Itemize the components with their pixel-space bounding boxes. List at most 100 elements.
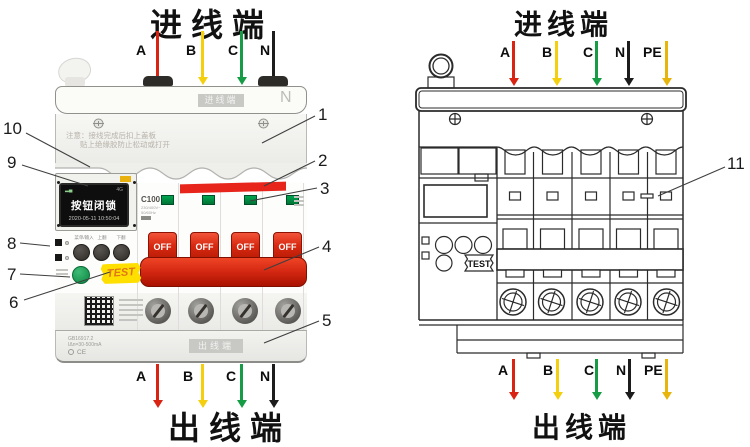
antenna-base: [65, 77, 85, 87]
off-label: OFF: [278, 241, 297, 252]
off-label: OFF: [195, 241, 214, 252]
bottom-plate: [419, 319, 684, 359]
terminal-screw-icon[interactable]: [145, 298, 171, 324]
terminal-screw-icon: [614, 288, 642, 316]
phase-arrow-n-icon: [624, 359, 635, 400]
phase-label-b: B: [543, 362, 554, 378]
phase-label-pe: PE: [644, 362, 663, 378]
wiring-cover: 注意：接线完成后扣上盖板 贴上绝缘胶防止松动或打开: [55, 114, 307, 164]
callout-4: 4: [322, 237, 332, 256]
screw-icon: [640, 112, 654, 126]
phase-arrow-c-icon: [236, 364, 247, 408]
incoming-port-label: 进线端: [198, 94, 244, 107]
phase-arrow-c-icon: [591, 359, 602, 400]
screw-icon: [448, 112, 462, 126]
outgoing-port-label: 出线端: [189, 339, 243, 353]
neutral-mark: N: [280, 89, 292, 106]
callout-2: 2: [318, 151, 328, 170]
test-button: [463, 254, 495, 272]
indicator-window: [55, 254, 62, 261]
phase-arrow-pe-icon: [661, 41, 672, 86]
left-incoming-title: 进线端: [150, 7, 274, 43]
test-label: TEST: [106, 266, 136, 280]
down-button[interactable]: [113, 244, 130, 261]
off-label: OFF: [153, 241, 172, 252]
handle-linkage-bar[interactable]: [140, 257, 307, 287]
phase-label-b: B: [186, 42, 197, 58]
test-button[interactable]: TEST: [100, 262, 141, 286]
sim-tab: [120, 176, 131, 182]
callout-5: 5: [322, 311, 332, 330]
off-label: OFF: [236, 241, 255, 252]
phase-arrow-n-icon: [623, 41, 634, 86]
screw-dot-icon: [133, 181, 136, 184]
sensitivity-text: IΔn=30-500mA: [68, 342, 102, 348]
phase-label-a: A: [136, 368, 147, 384]
screw-icon: [258, 118, 269, 129]
phase-arrow-a-icon: [508, 359, 519, 400]
callout-3: 3: [320, 179, 330, 198]
network-badge: 4G: [116, 187, 123, 193]
terminal-screw-icon[interactable]: [188, 298, 214, 324]
close-button[interactable]: [72, 266, 90, 284]
indicator-window: [421, 236, 430, 245]
phase-label-c: C: [584, 362, 595, 378]
close-button: [435, 254, 453, 272]
indicator-window: [55, 239, 62, 246]
lcd-datetime: 2020-05-11 10:50:04: [68, 216, 120, 222]
phase-arrow-b-icon: [552, 359, 563, 400]
status-window-green: [161, 195, 174, 205]
right-breaker-drawing: TEST: [415, 52, 687, 360]
callout-11: 11: [727, 154, 745, 173]
top-terminal-plate: [415, 87, 687, 112]
led-icon: [65, 256, 69, 260]
left-outgoing-title: 出线端: [168, 410, 292, 446]
phase-label-n: N: [615, 44, 626, 60]
cover-note-line2: 贴上绝缘胶防止松动或打开: [80, 140, 170, 149]
phase-label-pe: PE: [643, 44, 662, 60]
rating-badge: [141, 216, 151, 220]
right-incoming-title: 进线端: [514, 9, 614, 40]
pole-handles: [502, 228, 679, 250]
status-window-green: [244, 195, 257, 205]
up-button[interactable]: [93, 244, 110, 261]
down-button-label: 下翻: [116, 235, 126, 240]
phase-label-n: N: [260, 368, 271, 384]
phase-arrow-pe-icon: [661, 359, 672, 400]
sim-tab: [474, 173, 489, 182]
cert-logo-icon: [68, 349, 74, 355]
phase-arrow-b-icon: [197, 364, 208, 408]
antenna-ring-icon: [427, 53, 455, 89]
terminal-screw-icon[interactable]: [232, 298, 258, 324]
up-button: [454, 235, 473, 255]
terminal-screw-icon[interactable]: [275, 298, 301, 324]
lcd-screen: ▂▄ 4G 按钮闭锁 2020-05-11 10:50:04: [59, 183, 129, 227]
up-button-label: 上翻: [97, 235, 107, 240]
down-button: [473, 235, 493, 255]
pole-handle[interactable]: OFF: [148, 232, 177, 261]
phase-arrow-n-icon: [268, 31, 279, 85]
lcd-screen: [423, 184, 488, 218]
terminal-cap: [143, 76, 173, 86]
phase-arrow-n-icon: [268, 364, 279, 408]
menu-button-label: 菜单/输入: [74, 235, 94, 240]
callout-1: 1: [318, 105, 328, 124]
screw-dot-icon: [57, 181, 60, 184]
phase-label-c: C: [226, 368, 237, 384]
phase-arrow-b-icon: [551, 41, 562, 86]
callout-6: 6: [9, 293, 19, 312]
pole-separators: [532, 152, 649, 320]
phase-label-n: N: [616, 362, 627, 378]
phase-arrow-b-icon: [197, 31, 208, 85]
indicator-window: [421, 251, 430, 260]
display-module: ▂▄ 4G 按钮闭锁 2020-05-11 10:50:04: [55, 173, 137, 231]
left-breaker-device: 进线端 N 注意：接线完成后扣上盖板 贴上绝缘胶防止松动或打开: [55, 54, 307, 363]
callout-10: 10: [3, 119, 22, 138]
pole-handle[interactable]: OFF: [231, 232, 260, 261]
pole-top-tabs: [504, 149, 677, 175]
menu-button[interactable]: [73, 244, 90, 261]
phase-arrow-a-icon: [152, 31, 163, 85]
signal-icon: ▂▄: [65, 187, 73, 193]
handle-band-lines: [497, 214, 683, 220]
